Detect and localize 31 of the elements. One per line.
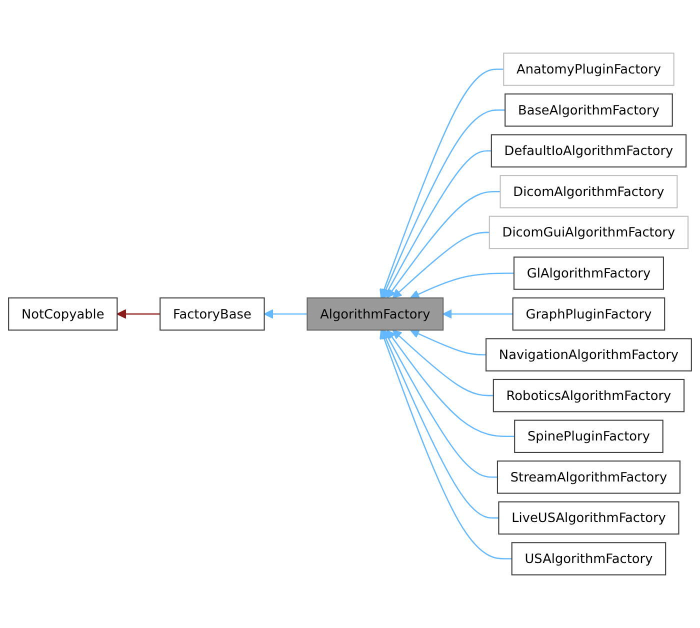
node-box: DicomAlgorithmFactory [500, 175, 678, 208]
arrow [380, 330, 512, 560]
node-box: NotCopyable [8, 297, 118, 331]
node-box: AlgorithmFactory [306, 297, 444, 331]
node-box: GraphPluginFactory [512, 297, 666, 331]
arrow [410, 329, 486, 356]
arrow [410, 272, 514, 299]
node-box: DefaultIoAlgorithmFactory [490, 134, 687, 168]
node-box: SpinePluginFactory [514, 420, 664, 453]
arrow [386, 190, 500, 298]
arrow [392, 232, 490, 298]
node-box: RoboticsAlgorithmFactory [492, 378, 685, 412]
node-box: LiveUSAlgorithmFactory [498, 501, 680, 535]
arrow [264, 309, 308, 319]
arrow [386, 330, 515, 437]
node-box: GlAlgorithmFactory [513, 256, 664, 290]
node-box: DicomGuiAlgorithmFactory [488, 216, 689, 250]
arrow [380, 68, 504, 298]
arrow [392, 330, 494, 396]
arrow [442, 309, 513, 319]
node-box: USAlgorithmFactory [511, 542, 666, 576]
node-box: AnatomyPluginFactory [503, 52, 674, 86]
arrow [384, 330, 498, 478]
node-box: BaseAlgorithmFactory [504, 93, 673, 127]
arrow [381, 109, 506, 298]
node-box: StreamAlgorithmFactory [496, 460, 681, 494]
arrow [116, 309, 160, 319]
node-box: NavigationAlgorithmFactory [486, 338, 692, 372]
arrow [381, 330, 499, 519]
node-box: FactoryBase [160, 297, 265, 331]
arrow [384, 150, 492, 298]
